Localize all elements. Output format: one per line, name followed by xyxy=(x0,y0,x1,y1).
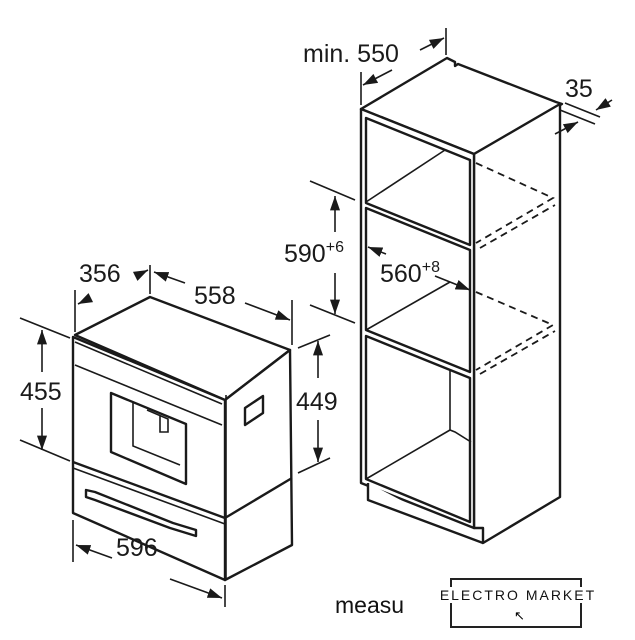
dim-356: 356 xyxy=(79,260,121,288)
dim-min-550: min. 550 xyxy=(303,40,399,68)
dim-596: 596 xyxy=(116,534,158,562)
coffee-outlet-recess xyxy=(109,391,188,486)
cabinet-drawing xyxy=(359,56,564,545)
dim-35: 35 xyxy=(565,75,593,103)
lower-opening xyxy=(364,334,472,524)
watermark-logo: ELECTRO MARKET ↖ xyxy=(438,578,598,628)
logo-frame xyxy=(450,578,582,628)
dim-558: 558 xyxy=(194,282,236,310)
caption-text: measu xyxy=(335,592,405,618)
dim-455: 455 xyxy=(20,378,62,406)
logo-text: ELECTRO MARKET xyxy=(438,587,598,603)
cursor-icon: ↖ xyxy=(514,608,525,623)
cabinet-side xyxy=(472,102,562,545)
dim-590: 590+6 xyxy=(284,239,344,268)
dim-449: 449 xyxy=(296,388,338,416)
appliance-dimensions: 356 558 455 449 596 xyxy=(19,260,338,607)
drawer-handle xyxy=(84,488,198,538)
appliance-drawing xyxy=(71,295,294,582)
cabinet-dimensions: min. 550 35 590+6 560+8 xyxy=(284,28,613,324)
dim-560: 560+8 xyxy=(380,259,440,288)
side-vent xyxy=(243,394,265,427)
